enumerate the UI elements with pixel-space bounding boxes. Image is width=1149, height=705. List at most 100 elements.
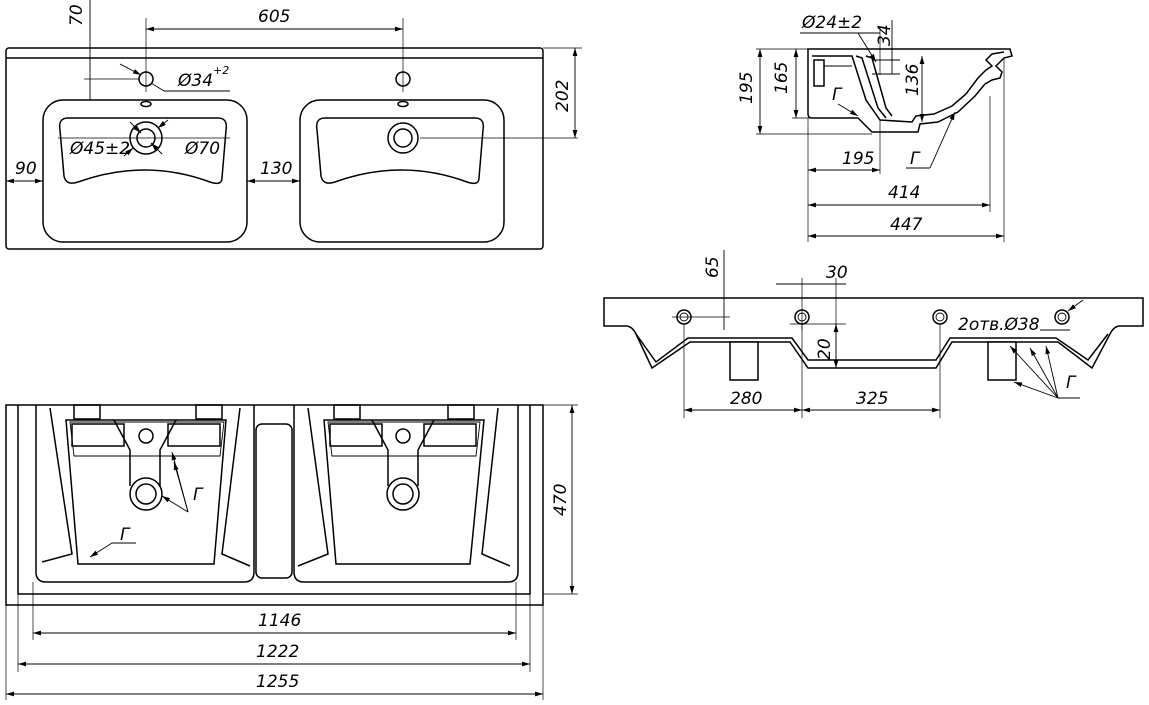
leader-70-b [123, 147, 134, 157]
leader-45-b [150, 142, 163, 155]
dim-136: 136 [903, 63, 923, 96]
front-view: 65 30 20 2отв.Ø38 Г 280 325 [603, 250, 1144, 418]
bottom-right-bracket-2 [447, 404, 475, 420]
dim-202: 202 [553, 80, 573, 112]
bottom-right-pad-2 [423, 423, 477, 447]
dim-447: 447 [890, 215, 923, 235]
front-g: Г [1066, 373, 1077, 393]
bottom-outline [5, 404, 544, 606]
bottom-g2-leader [89, 542, 113, 558]
bottom-left-basin-frame [41, 407, 251, 567]
side-profile-outer [807, 48, 1013, 133]
leader-45-a [129, 121, 142, 134]
bottom-right-tap-hole [395, 428, 411, 444]
dim-34: 34 [875, 24, 895, 46]
dim-90: 90 [15, 159, 37, 179]
dim-325: 325 [856, 389, 888, 409]
leader-g2 [929, 111, 956, 169]
holes-label: 2отв.Ø38 [958, 315, 1040, 335]
bottom-left-bracket-2 [195, 404, 223, 420]
side-view: Ø24±2 34 195 165 136 Г Г 195 414 [737, 13, 1013, 242]
right-drain-inner [393, 128, 413, 148]
bottom-left-drain-inner [135, 483, 157, 505]
front-drain-left [729, 341, 759, 381]
dim-1222: 1222 [256, 642, 299, 662]
dim-70-dia: Ø70 [184, 139, 220, 159]
top-view: 605 70 202 Ø34 +2 Ø45±2 Ø70 90 130 [5, 0, 582, 250]
dim-34-tol: +2 [213, 64, 229, 77]
front-g-leader-4 [1013, 381, 1059, 399]
dim-130: 130 [260, 159, 292, 179]
front-g-leader-3 [1045, 345, 1059, 399]
bottom-left-basin-panel [69, 421, 225, 457]
front-profile [603, 297, 1144, 370]
leader-34 [119, 63, 142, 76]
bottom-right-drain-inner [392, 483, 414, 505]
bottom-right-basin-frame [297, 407, 511, 567]
bottom-g-1: Г [193, 485, 204, 505]
bottom-left-drain-neck [113, 419, 177, 486]
dim-165: 165 [772, 62, 792, 94]
bottom-right-basin-body [323, 419, 485, 565]
dim-34-dia: Ø34 [177, 71, 213, 91]
leader-70-a [157, 119, 169, 129]
front-hole-3 [932, 309, 948, 325]
right-basin-bowl [315, 117, 485, 185]
bottom-left-basin-body [65, 419, 227, 565]
leader-34b [150, 82, 165, 92]
holes-arrow [1067, 299, 1084, 312]
bottom-inner-rim [17, 405, 531, 595]
dim-70: 70 [67, 4, 87, 26]
dim-414: 414 [888, 183, 920, 203]
leader-g1 [837, 103, 859, 117]
bottom-right-drain-neck [371, 419, 435, 486]
bottom-left-basin-outer [35, 405, 255, 583]
bottom-left-tap-hole [138, 428, 154, 444]
side-drain-tube [855, 55, 893, 119]
dim-605: 605 [258, 7, 290, 27]
bottom-right-drain-outer [386, 477, 420, 511]
bottom-right-basin-panel [327, 421, 481, 457]
dim-1146: 1146 [258, 611, 301, 631]
bottom-g1-leader-c [161, 495, 189, 513]
dim-45-dia: Ø45±2 [69, 139, 130, 159]
front-hole-4-inner [1057, 312, 1067, 322]
side-overflow-slot [813, 59, 825, 87]
bottom-middle-slot [255, 423, 293, 579]
left-basin-bowl [58, 117, 228, 185]
bottom-right-pad-1 [329, 423, 383, 447]
bottom-left-pad-1 [71, 423, 125, 447]
bottom-g-2: Г [120, 525, 131, 545]
bottom-right-bracket-1 [333, 404, 361, 420]
front-g-leader-1 [1009, 345, 1059, 399]
bottom-left-drain-outer [129, 477, 163, 511]
right-drain-outer [387, 122, 419, 154]
bottom-right-basin-outer [293, 405, 519, 583]
front-g-leader-2 [1029, 347, 1059, 399]
right-basin [299, 99, 505, 243]
front-profile-inner [635, 333, 1109, 364]
dim-24-dia: Ø24±2 [801, 13, 862, 33]
side-profile-inner [812, 51, 1005, 123]
left-overflow [140, 100, 152, 108]
right-overflow [397, 100, 409, 108]
leader-24-arrow [857, 32, 877, 63]
dim-1255: 1255 [256, 672, 299, 692]
dim-20: 20 [815, 338, 835, 360]
bottom-left-pad-2 [167, 423, 221, 447]
side-g-1: Г [832, 85, 843, 105]
dim-65: 65 [703, 256, 723, 278]
side-g-2: Г [910, 149, 921, 169]
dim-470: 470 [551, 484, 571, 516]
left-basin [42, 99, 248, 243]
bottom-view: Г Г 470 1146 1222 1255 [5, 404, 578, 700]
dim-195-h: 195 [842, 149, 874, 169]
dim-195-v: 195 [737, 72, 757, 104]
dim-30: 30 [826, 263, 848, 283]
front-hole-4 [1054, 309, 1070, 325]
dim-280: 280 [730, 389, 762, 409]
front-hole-3-inner [935, 312, 945, 322]
bottom-g1-leader-b [173, 461, 189, 513]
bottom-left-bracket-1 [73, 404, 101, 420]
